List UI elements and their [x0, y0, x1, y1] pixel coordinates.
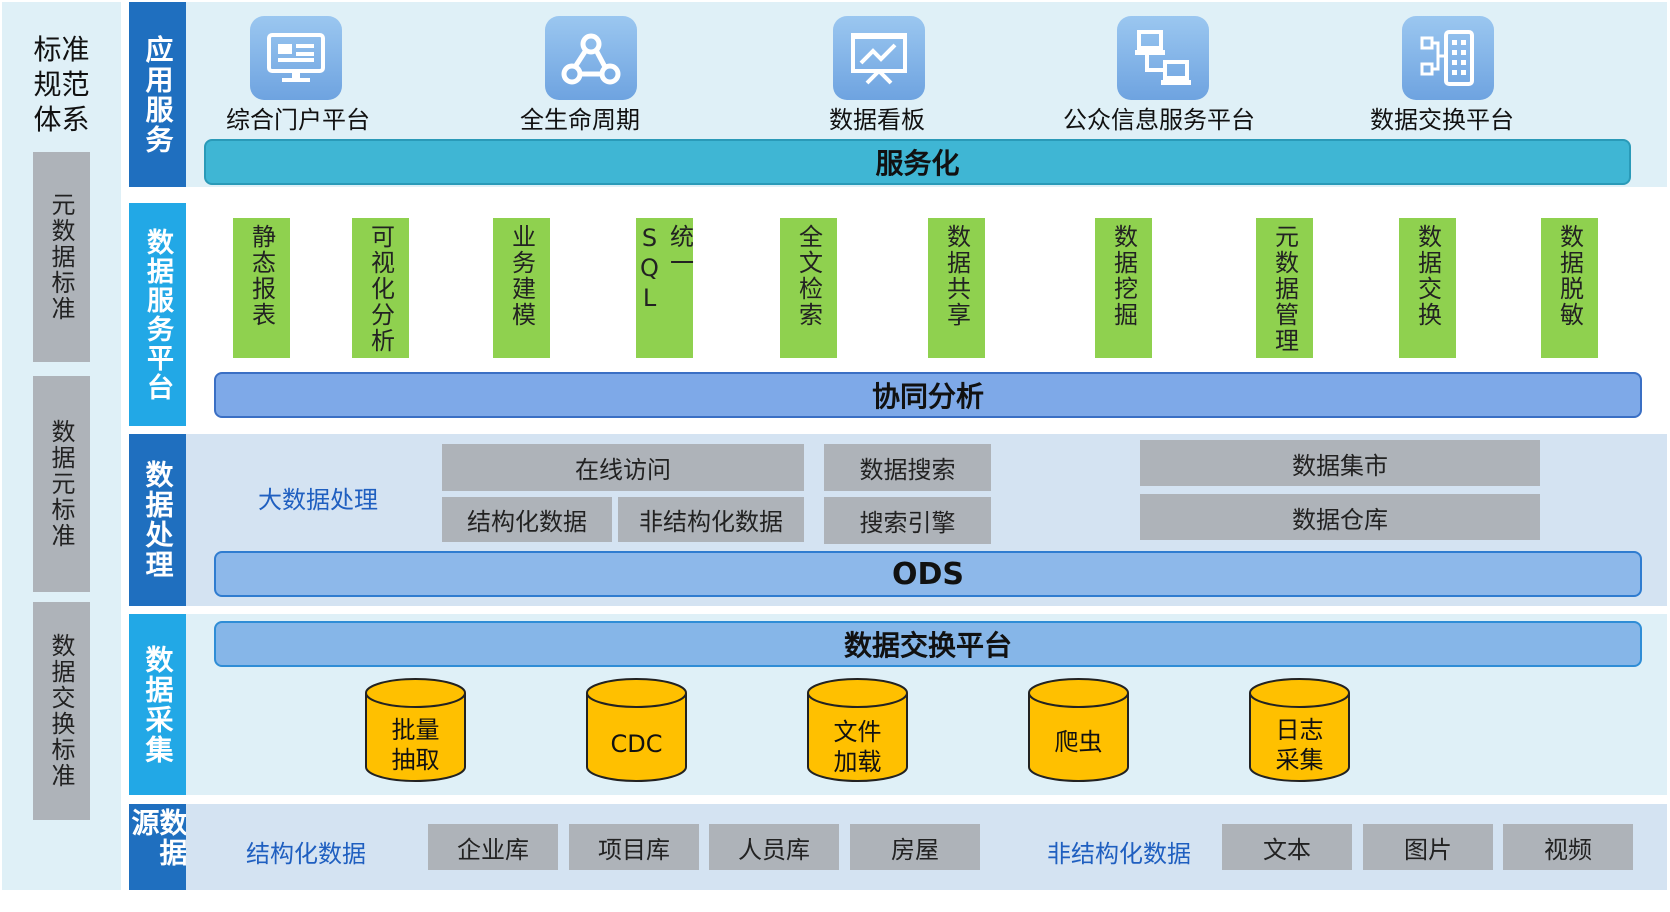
service-item[interactable]: 业务建模 — [493, 218, 550, 358]
source-layer-label: 数据源 — [129, 804, 186, 890]
servicization-bar: 服务化 — [204, 139, 1631, 185]
source-enterprise-db[interactable]: 企业库 — [428, 824, 558, 870]
service-item[interactable]: 全文检索 — [780, 218, 837, 358]
collaborative-analysis-bar: 协同分析 — [214, 372, 1642, 418]
source-personnel-db[interactable]: 人员库 — [709, 824, 839, 870]
cylinder-label: 日志 采集 — [1275, 716, 1324, 774]
dashboard-board-icon[interactable] — [833, 16, 925, 100]
service-item[interactable]: 数据脱敏 — [1541, 218, 1598, 358]
ods-bar: ODS — [214, 551, 1642, 597]
source-video[interactable]: 视频 — [1503, 824, 1633, 870]
online-access-box[interactable]: 在线访问 — [442, 444, 804, 491]
unstructured-data-label: 非结构化数据 — [1047, 840, 1191, 868]
standard-item-label: 数据交换标准 — [47, 633, 75, 789]
service-layer-label: 数据服务平台 — [129, 203, 186, 426]
source-project-db[interactable]: 项目库 — [569, 824, 699, 870]
standard-item-metadata: 元数据标准 — [33, 152, 90, 362]
cylinder-label: CDC — [610, 730, 663, 758]
cylinder-label: 爬虫 — [1054, 728, 1103, 756]
crawler-cylinder[interactable]: 爬虫 — [1027, 677, 1130, 783]
service-item[interactable]: 数据交换 — [1399, 218, 1456, 358]
hierarchy-exchange-icon[interactable] — [1402, 16, 1494, 100]
app-label-public-info: 公众信息服务平台 — [1063, 106, 1255, 134]
data-warehouse-box[interactable]: 数据仓库 — [1140, 494, 1540, 540]
standard-item-data-element: 数据元标准 — [33, 376, 90, 592]
app-label-dashboard: 数据看板 — [829, 106, 925, 134]
app-label-exchange: 数据交换平台 — [1370, 106, 1514, 134]
cylinder-label: 批量 抽取 — [391, 716, 440, 774]
collection-layer-label: 数据采集 — [129, 614, 186, 795]
app-label-portal: 综合门户平台 — [226, 106, 370, 134]
app-label-lifecycle: 全生命周期 — [520, 106, 640, 134]
data-search-box[interactable]: 数据搜索 — [824, 444, 991, 491]
source-housing[interactable]: 房屋 — [850, 824, 980, 870]
search-engine-box[interactable]: 搜索引擎 — [824, 497, 991, 544]
structured-data-label: 结构化数据 — [246, 840, 366, 868]
source-text[interactable]: 文本 — [1222, 824, 1352, 870]
standards-title: 标准 规范 体系 — [33, 33, 90, 136]
service-item[interactable]: 可视化分析 — [352, 218, 409, 358]
big-data-processing-label: 大数据处理 — [258, 486, 378, 514]
standard-item-label: 元数据标准 — [47, 192, 75, 322]
service-item[interactable]: 数据挖掘 — [1095, 218, 1152, 358]
monitor-icon[interactable] — [250, 16, 342, 100]
batch-extract-cylinder[interactable]: 批量 抽取 — [364, 677, 467, 783]
service-item[interactable]: 静态报表 — [233, 218, 290, 358]
source-image[interactable]: 图片 — [1363, 824, 1493, 870]
processing-layer-label: 数据处理 — [129, 434, 186, 606]
cdc-cylinder[interactable]: CDC — [585, 677, 688, 783]
data-mart-box[interactable]: 数据集市 — [1140, 440, 1540, 486]
file-load-cylinder[interactable]: 文件 加载 — [806, 677, 909, 783]
standard-item-label: 数据元标准 — [47, 419, 75, 549]
service-item[interactable]: 元数据管理 — [1256, 218, 1313, 358]
standard-item-data-exchange: 数据交换标准 — [33, 602, 90, 820]
log-collect-cylinder[interactable]: 日志 采集 — [1248, 677, 1351, 783]
webhook-icon[interactable] — [545, 16, 637, 100]
unstructured-data-box[interactable]: 非结构化数据 — [618, 497, 804, 542]
network-computers-icon[interactable] — [1117, 16, 1209, 100]
exchange-platform-bar: 数据交换平台 — [214, 621, 1642, 667]
cylinder-label: 文件 加载 — [833, 718, 882, 776]
structured-data-box[interactable]: 结构化数据 — [442, 497, 612, 542]
service-item[interactable]: 数据共享 — [928, 218, 985, 358]
service-item[interactable]: 统一SQL — [636, 218, 694, 358]
app-layer-label: 应用服务 — [129, 2, 186, 187]
